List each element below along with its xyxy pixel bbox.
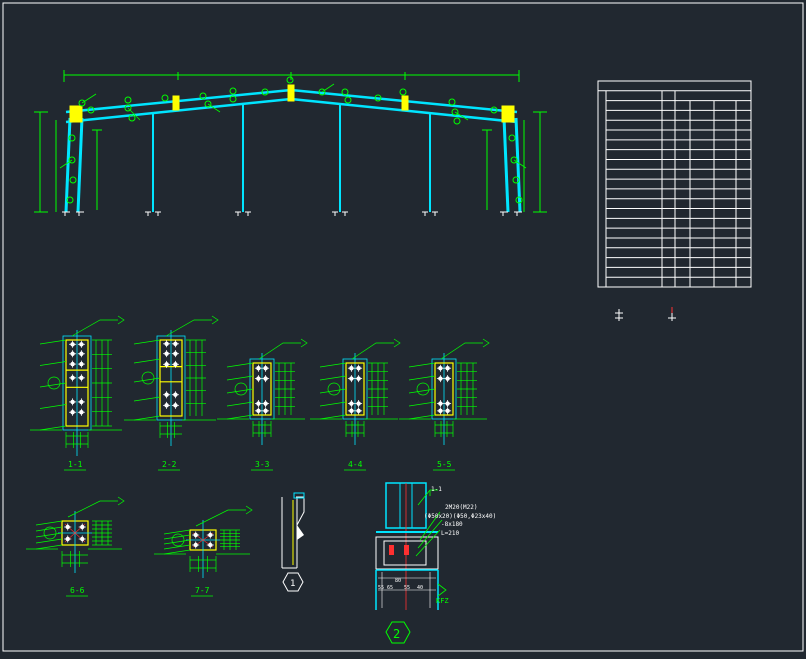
section-5-5 [399,338,490,445]
section-3-3 [217,338,308,445]
section-4-4 [310,338,401,445]
section-label-7: 7-7 [195,586,210,595]
frame-leaders [59,83,527,169]
section-1-1 [30,315,125,456]
right-dimension-lines [482,111,547,213]
section-2-2 [124,315,219,446]
columns [64,103,522,213]
section-label-6: 6-6 [70,586,85,595]
section-label-underlines [64,469,455,597]
base-dim-5: 40 [417,585,423,591]
detail-2-marker [385,621,411,644]
section-details [26,315,490,578]
base-dim-3: 80 [395,578,401,584]
left-dimension-lines [34,111,102,213]
detail-2-base: 1-1 2M20(M22) (Φ50x20)(Φ50,Φ23x40) -8x18… [375,482,496,644]
column-feet [62,211,522,216]
detail-1-marker [282,572,304,592]
detail-1-eave: 1 [281,492,305,592]
detail-2-number: 2 [393,627,400,641]
base-note-washer: (Φ50x20)(Φ50,Φ23x40) [424,513,496,520]
base-dim-2: 65 [387,585,393,591]
base-note-length: L=210 [441,530,459,537]
joint-plates [69,84,515,123]
section-label-3: 3-3 [255,460,270,469]
section-7-7 [154,505,253,578]
base-mark: KFZ [436,597,449,605]
section-label-5: 5-5 [437,460,452,469]
frame-callouts [66,76,523,204]
top-dimension-line [63,70,520,82]
section-6-6 [26,496,125,573]
section-label-1: 1-1 [68,460,83,469]
section-labels: 1-1 2-2 3-3 4-4 5-5 6-6 7-7 [68,460,452,595]
base-note-tag: 1-1 [431,486,442,493]
detail-1-number: 1 [290,579,295,589]
section-label-4: 4-4 [348,460,363,469]
base-note-plate: -8x180 [441,521,463,528]
portal-frame-elevation [34,70,547,216]
base-note-bolt: 2M20(M22) [445,504,478,511]
section-label-2: 2-2 [162,460,177,469]
table-markers [615,307,676,321]
base-dim-4: 55 [404,585,410,591]
material-schedule-table [597,80,752,288]
base-dim-1: 55 [378,585,384,591]
